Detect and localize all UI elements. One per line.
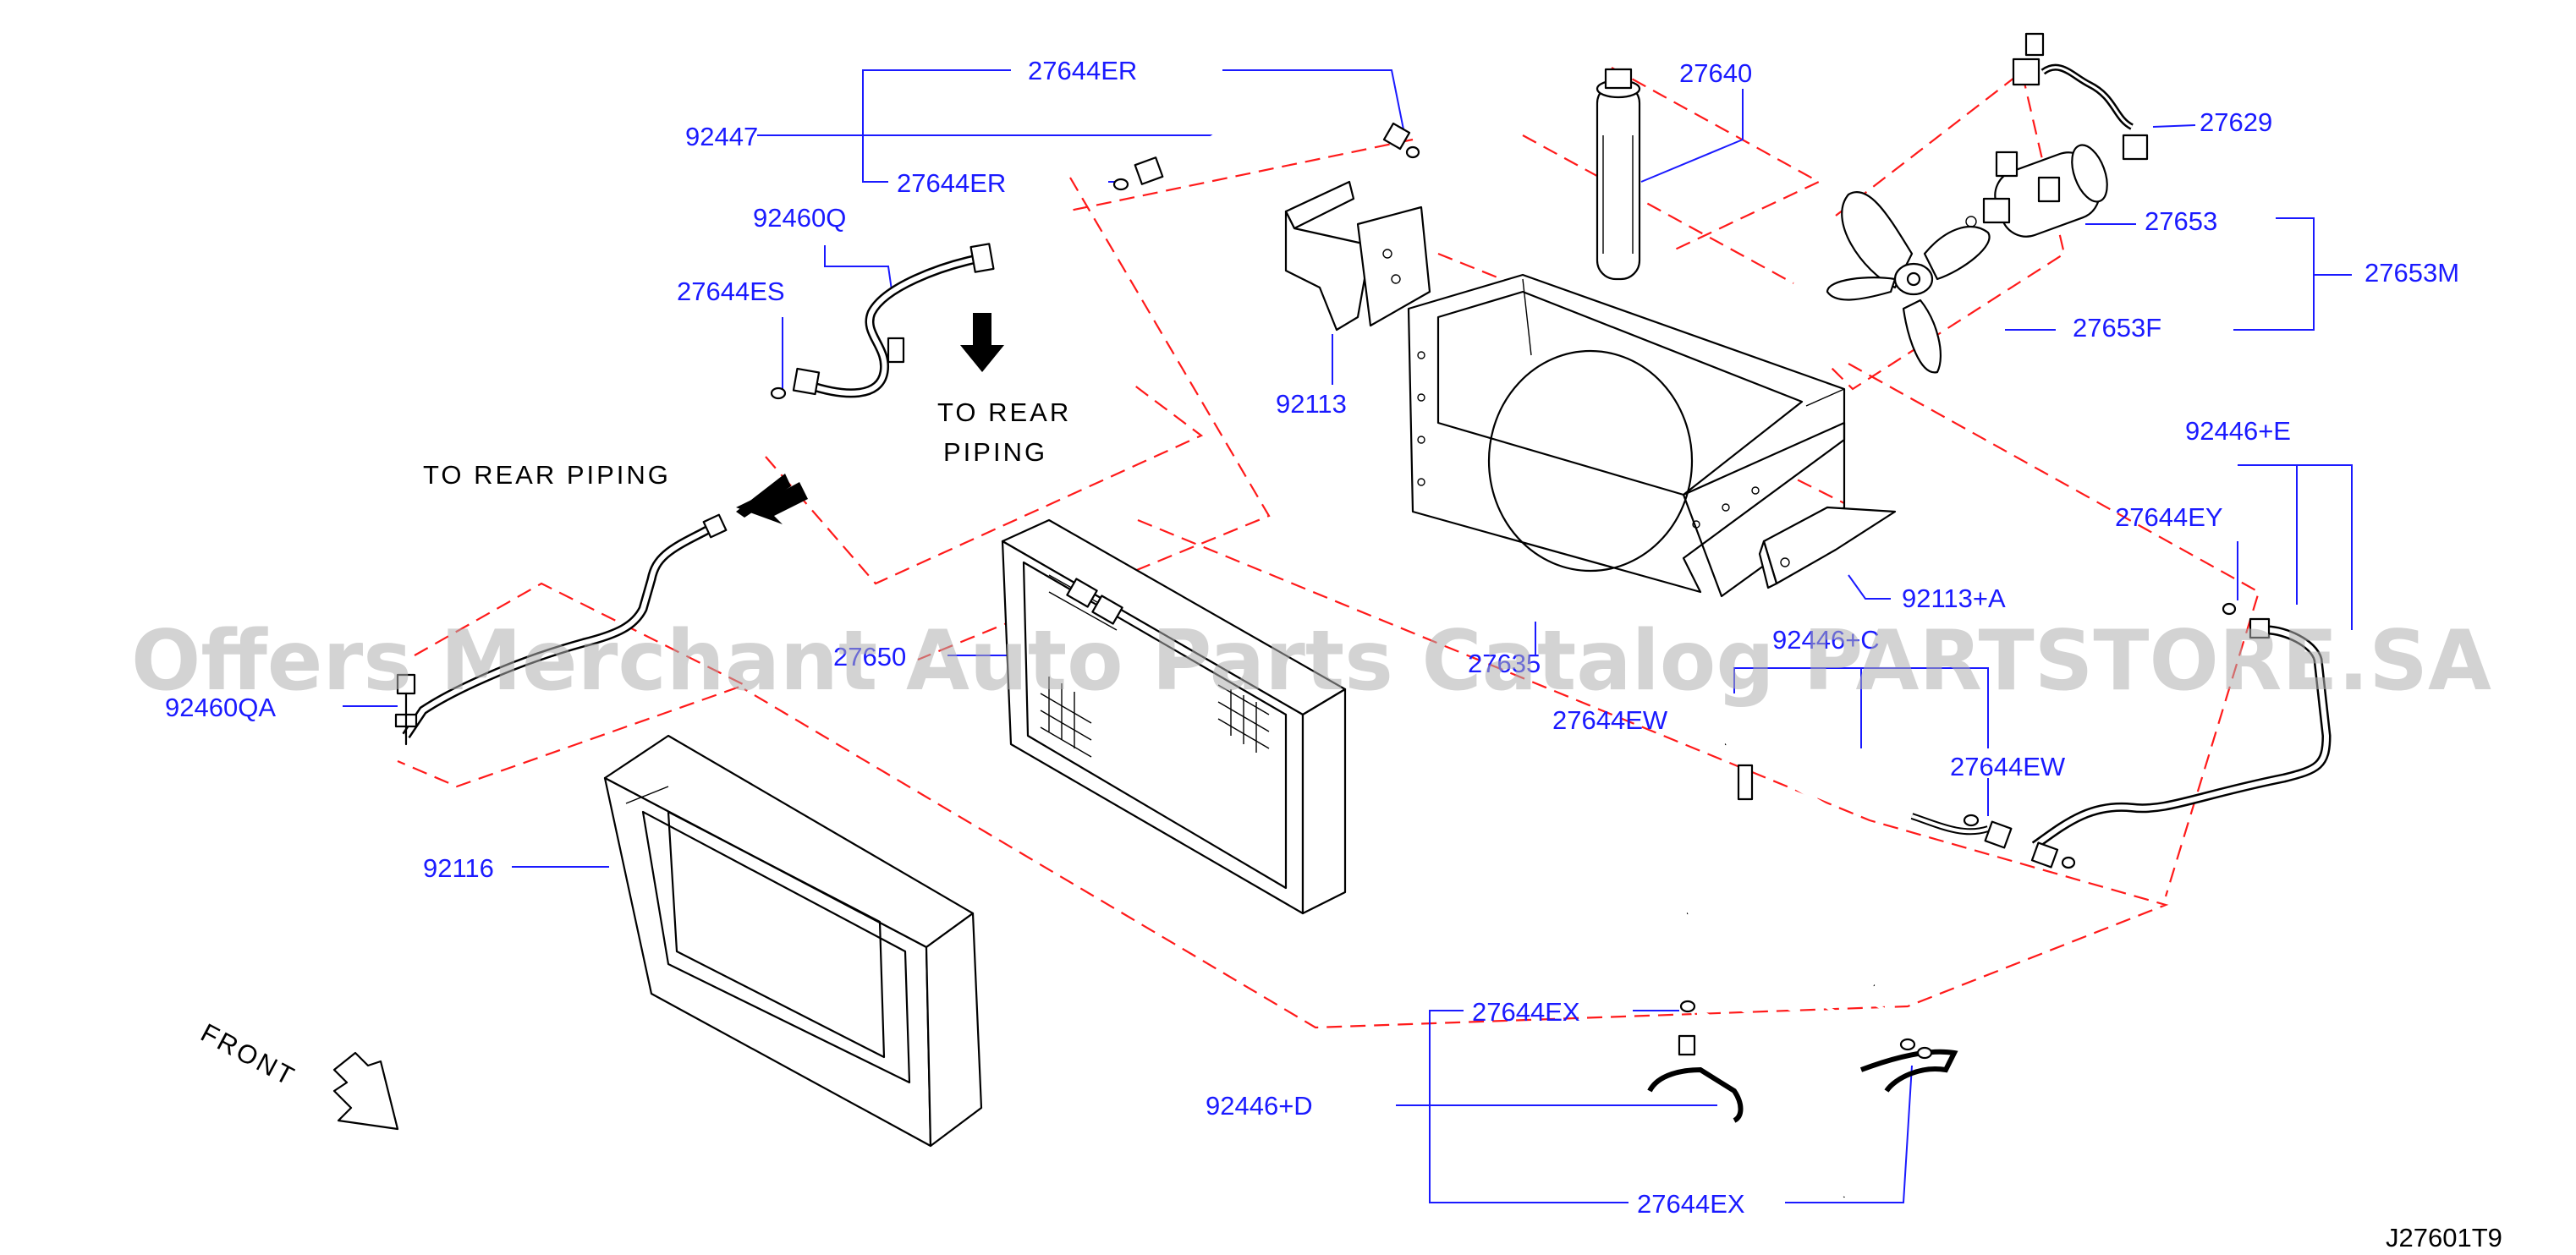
part-number[interactable]: 27644EW <box>1950 752 2066 781</box>
fan-blade-27653F <box>1826 191 1991 374</box>
phantom-line-rear-pipe-upper <box>765 384 1204 585</box>
part-number[interactable]: 27653M <box>2365 258 2459 288</box>
part-number[interactable]: 27640 <box>1679 58 1752 88</box>
condenser-coil-lower <box>1647 894 1958 1198</box>
front-arrow-icon <box>332 1051 399 1131</box>
phantom-line-receiver-2 <box>1522 134 1794 284</box>
condenser-coil-upper <box>1724 716 1990 987</box>
part-number[interactable]: 92460Q <box>753 203 846 233</box>
bracket-92113-A <box>1758 506 1897 589</box>
piping-label: PIPING <box>943 437 1047 467</box>
part-number[interactable]: 92113+A <box>1902 584 2006 613</box>
air-guide-92116 <box>603 734 983 1148</box>
part-number[interactable]: 92113 <box>1276 389 1347 419</box>
phantom-line-condenser-right <box>1848 363 2260 897</box>
part-number[interactable]: 27644ES <box>677 277 785 306</box>
phantom-line-fan <box>1826 70 2066 391</box>
part-number[interactable]: 92460QA <box>165 693 276 722</box>
part-number-labels: 27644ER 92447 27644ER 27640 27629 27653 … <box>165 56 2459 1219</box>
fan-shroud-27635 <box>1407 273 1846 598</box>
part-number[interactable]: 27644EY <box>2115 502 2223 532</box>
part-number[interactable]: 27629 <box>2200 107 2272 137</box>
to-rear-piping-label: TO REAR PIPING <box>423 460 671 490</box>
radiator-27650 <box>1001 518 1347 915</box>
part-number[interactable]: 27644ER <box>897 168 1006 198</box>
pipe-92460Q <box>770 243 995 400</box>
part-number[interactable]: 92446+D <box>1206 1091 1313 1121</box>
front-label: FRONT <box>196 1017 301 1092</box>
pipe-92446E <box>1963 602 2332 869</box>
part-number[interactable]: 27644EW <box>1552 705 1668 735</box>
part-number[interactable]: 27650 <box>833 642 906 671</box>
part-number[interactable]: 92446+E <box>2185 416 2291 446</box>
phantom-line-92447 <box>1065 138 1414 213</box>
diagram-code: J27601T9 <box>2386 1223 2502 1252</box>
part-number[interactable]: 27644EX <box>1472 997 1580 1027</box>
part-number[interactable]: 92446+C <box>1772 625 1880 655</box>
phantom-line-rear-pipe-lower <box>397 582 747 788</box>
watermark: Offers Merchant Auto Parts Catalog PARTS… <box>131 613 2491 710</box>
pipe-92460QA <box>394 513 728 746</box>
part-number[interactable]: 27653 <box>2145 206 2217 236</box>
part-number[interactable]: 27644ER <box>1028 56 1137 85</box>
connector-27629 <box>2012 32 2149 161</box>
part-number[interactable]: 27635 <box>1468 649 1541 678</box>
part-number[interactable]: 92447 <box>685 122 758 151</box>
bracket-92113 <box>1284 180 1431 332</box>
pipe-92447 <box>1112 101 1420 191</box>
arrow-up-right-icon <box>736 474 808 524</box>
part-number[interactable]: 27653F <box>2073 313 2161 343</box>
part-number[interactable]: 92116 <box>423 853 494 883</box>
fan-motor-27653 <box>1965 144 2108 238</box>
phantom-line-receiver <box>1611 67 1821 250</box>
leader-lines <box>343 69 2353 1203</box>
part-number[interactable]: 27644EX <box>1637 1189 1745 1219</box>
arrow-down-icon <box>960 313 1004 372</box>
receiver-drier-27640 <box>1596 68 1641 281</box>
phantom-line-condenser-front <box>744 518 2169 1029</box>
to-rear-label: TO REAR <box>937 397 1071 427</box>
